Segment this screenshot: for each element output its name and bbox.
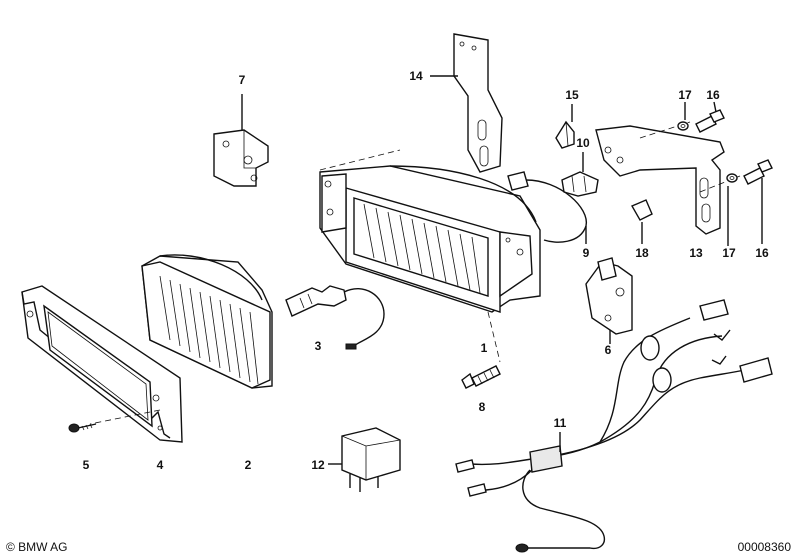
bezel-frame (21, 285, 183, 443)
label-part-2: 2 (245, 458, 252, 472)
label-part-17-right: 17 (722, 246, 736, 260)
wiring-harness-11 (455, 299, 773, 553)
label-part-5: 5 (83, 458, 90, 472)
washer-17-right (726, 173, 738, 246)
label-part-16-right: 16 (755, 246, 769, 260)
screw-5 (68, 423, 97, 433)
document-number: 00008360 (737, 540, 791, 554)
label-part-7: 7 (239, 73, 246, 87)
bracket-7 (213, 94, 269, 187)
bolt-16-top (695, 101, 725, 133)
label-part-8: 8 (479, 400, 486, 414)
label-part-9: 9 (583, 246, 590, 260)
relay-12 (328, 427, 401, 492)
label-part-18: 18 (635, 246, 649, 260)
label-part-12: 12 (311, 458, 325, 472)
clip-nut-18 (631, 199, 653, 244)
label-part-14: 14 (409, 69, 423, 83)
label-part-6: 6 (605, 343, 612, 357)
connector-10 (561, 152, 599, 197)
label-part-13: 13 (689, 246, 703, 260)
bolt-16-right (743, 159, 773, 244)
label-part-15: 15 (565, 88, 579, 102)
copyright-notice: © BMW AG (6, 540, 68, 554)
label-part-11: 11 (554, 416, 567, 430)
clip-15 (555, 104, 575, 149)
label-part-10: 10 (576, 136, 590, 150)
bolt-8 (461, 365, 501, 389)
label-part-4: 4 (157, 458, 164, 472)
wire-9 (507, 171, 587, 244)
label-part-17-top: 17 (678, 88, 692, 102)
washer-17-top (677, 102, 689, 131)
label-part-3: 3 (315, 339, 322, 353)
fog-lamp-housing (319, 149, 541, 363)
fog-lamp-lens (141, 254, 273, 389)
label-part-16-top: 16 (706, 88, 720, 102)
relay-bracket-6 (585, 257, 633, 344)
bulb-3 (285, 285, 385, 350)
bracket-14 (430, 33, 503, 173)
bracket-13 (595, 121, 741, 235)
label-part-1: 1 (481, 341, 488, 355)
